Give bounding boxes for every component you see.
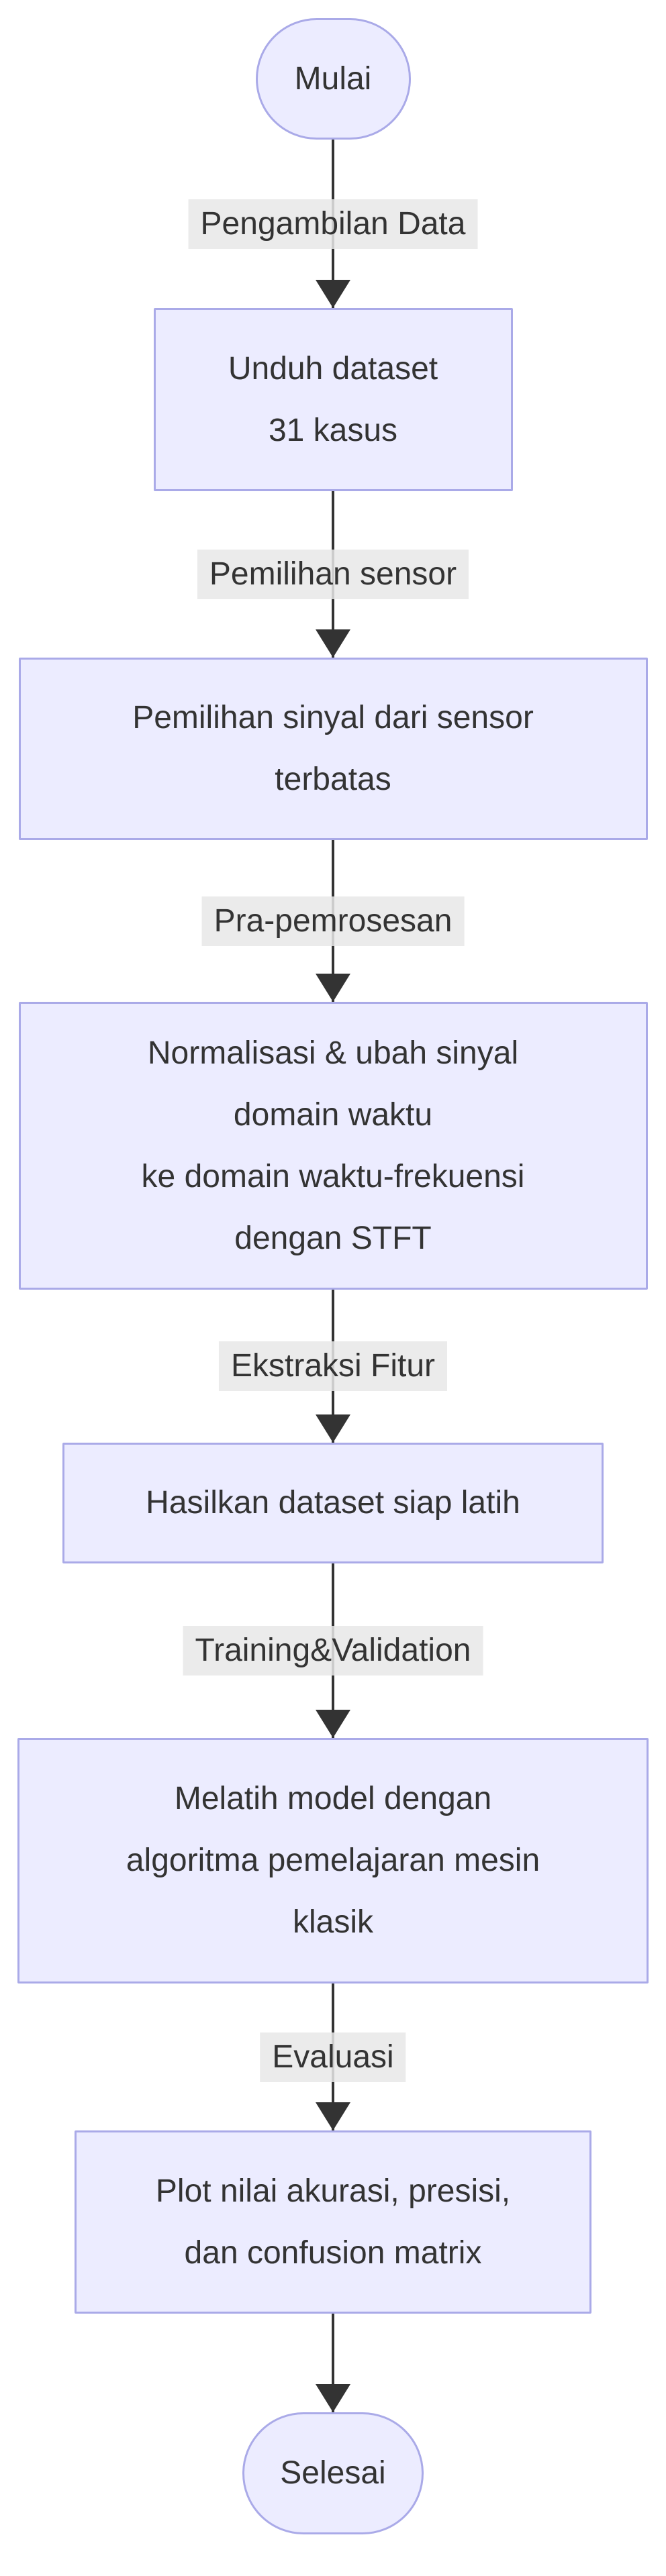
edge-training-validation: Training&Validation (132, 1563, 534, 1738)
arrowhead-icon (316, 1710, 350, 1738)
node-text-line: ke domain waktu-frekuensi (141, 1158, 525, 1194)
node-start-label: Mulai (294, 60, 372, 97)
node-text-line: Plot nilai akurasi, presisi, (155, 2173, 511, 2209)
node-hasilkan-dataset: Hasilkan dataset siap latih (62, 1443, 604, 1563)
node-text-line: Normalisasi & ubah sinyal (147, 1035, 519, 1071)
node-text-line: Melatih model dengan (174, 1781, 492, 1816)
node-end: Selesai (242, 2412, 424, 2534)
node-text-line: terbatas (275, 762, 391, 797)
node-pemilihan-sinyal: Pemilihan sinyal dari sensor terbatas (18, 658, 648, 840)
edge-label: Pengambilan Data (188, 199, 478, 249)
arrowhead-icon (316, 2384, 350, 2412)
arrowhead-icon (316, 974, 350, 1002)
edge-label: Ekstraksi Fitur (218, 1341, 448, 1391)
edge-pra-pemrosesan: Pra-pemrosesan (132, 840, 534, 1002)
node-melatih-model: Melatih model dengan algoritma pemelajar… (17, 1738, 649, 1983)
edge-ekstraksi-fitur: Ekstraksi Fitur (132, 1290, 534, 1443)
arrowhead-icon (316, 1414, 350, 1443)
edge-to-end (132, 2314, 534, 2412)
node-normalisasi-stft: Normalisasi & ubah sinyal domain waktu k… (18, 1002, 648, 1290)
node-text-line: domain waktu (233, 1096, 433, 1133)
arrowhead-icon (316, 629, 350, 658)
node-text-line: dan confusion matrix (184, 2234, 482, 2271)
edge-pengambilan-data: Pengambilan Data (132, 140, 534, 308)
node-unduh-dataset: Unduh dataset 31 kasus (153, 308, 513, 491)
node-plot-hasil: Plot nilai akurasi, presisi, dan confusi… (75, 2130, 591, 2314)
node-text-line: Hasilkan dataset siap latih (146, 1485, 520, 1521)
node-text-line: Pemilihan sinyal dari sensor (132, 700, 534, 735)
node-start: Mulai (255, 18, 411, 140)
edge-line (332, 2314, 334, 2412)
edge-label: Evaluasi (260, 2032, 406, 2082)
node-text-line: Unduh dataset (228, 350, 438, 387)
node-text-line: klasik (292, 1904, 374, 1940)
edge-label: Training&Validation (183, 1626, 483, 1676)
edge-evaluasi: Evaluasi (132, 1983, 534, 2130)
node-text-line: 31 kasus (268, 412, 398, 448)
arrowhead-icon (316, 280, 350, 308)
node-text-line: algoritma pemelajaran mesin (126, 1843, 540, 1878)
node-text-line: dengan STFT (234, 1220, 432, 1256)
arrowhead-icon (316, 2102, 350, 2130)
node-end-label: Selesai (280, 2455, 386, 2491)
edge-label: Pemilihan sensor (197, 550, 469, 599)
edge-pemilihan-sensor: Pemilihan sensor (132, 491, 534, 658)
edge-label: Pra-pemrosesan (201, 896, 465, 946)
